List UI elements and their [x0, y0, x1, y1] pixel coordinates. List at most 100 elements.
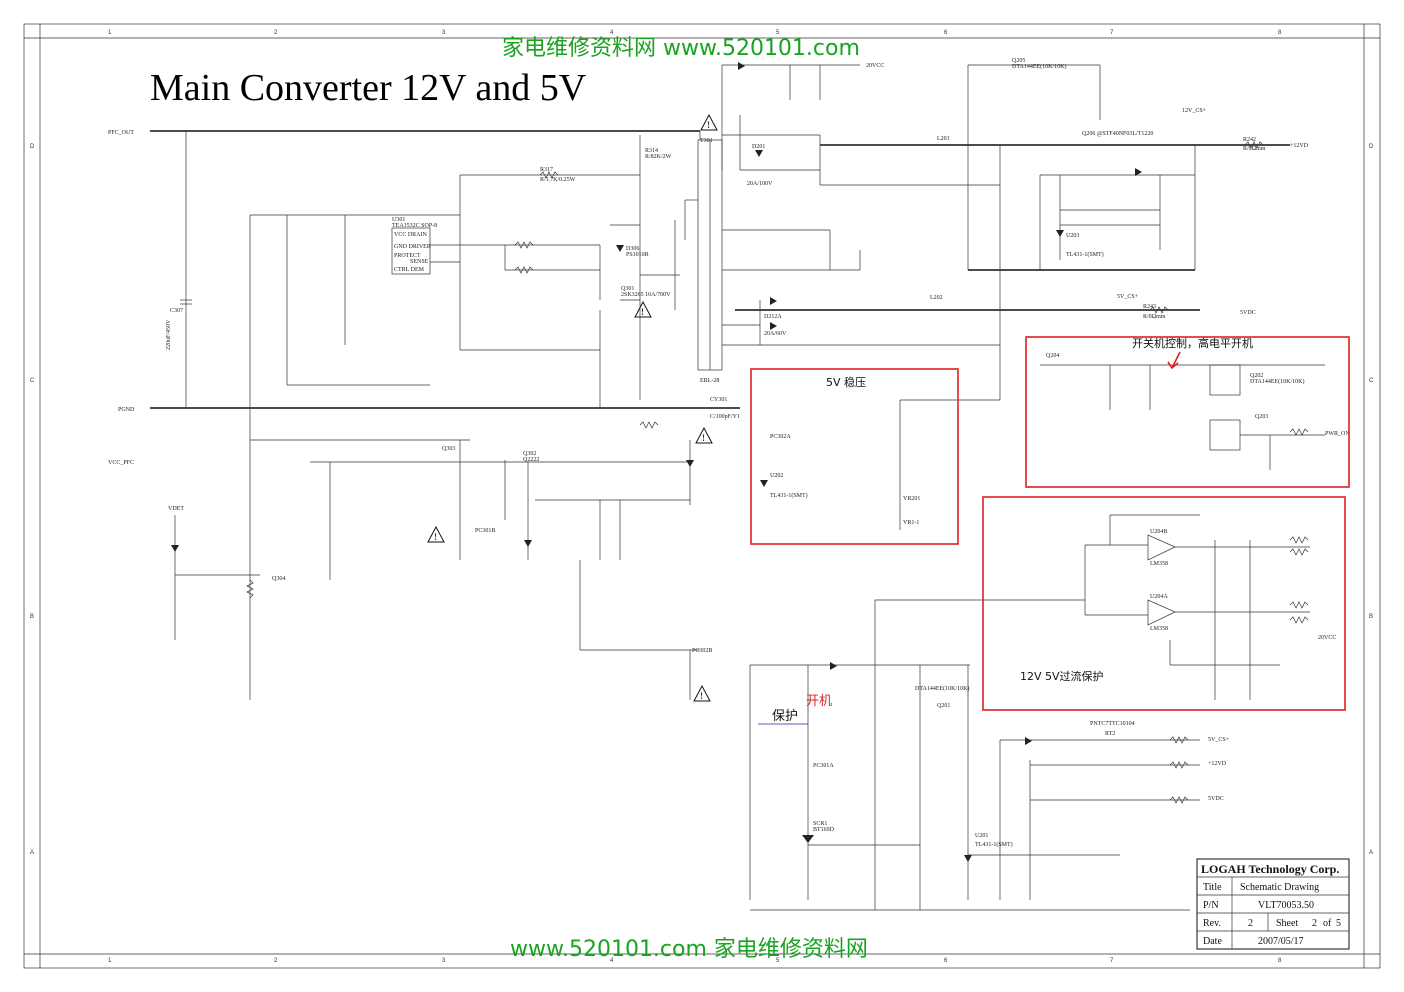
svg-text:R/1.7K/0.25W: R/1.7K/0.25W	[540, 177, 576, 183]
svg-text:!: !	[702, 433, 705, 443]
net-5vdc: 5VDC	[1240, 310, 1256, 316]
svg-text:R/0Ωmm: R/0Ωmm	[1143, 314, 1166, 320]
grid-num: 4	[610, 30, 614, 36]
resistor-marks	[246, 141, 1309, 804]
net-vcc-pfc: VCC_PFC	[108, 460, 134, 466]
diode-marks	[171, 62, 1142, 862]
svg-text:DTA144EE(10K/10K): DTA144EE(10K/10K)	[915, 685, 970, 692]
svg-text:SCR1: SCR1	[813, 821, 827, 827]
grid-num: 3	[442, 958, 446, 964]
svg-text:RT2: RT2	[1105, 731, 1115, 737]
svg-text:!: !	[700, 691, 703, 701]
svg-text:20A/100V: 20A/100V	[747, 181, 773, 187]
grid-num: 8	[1278, 958, 1282, 964]
svg-text:P/N: P/N	[1203, 900, 1219, 911]
svg-text:R243: R243	[1143, 304, 1156, 310]
svg-text:U204B: U204B	[1150, 529, 1167, 535]
svg-text:L202: L202	[930, 295, 943, 301]
svg-text:R242: R242	[1243, 137, 1256, 143]
svg-text:Date: Date	[1203, 936, 1222, 947]
svg-text:Title: Title	[1203, 882, 1222, 893]
svg-text:GND DRIVER: GND DRIVER	[394, 244, 431, 250]
svg-text:U201: U201	[975, 833, 988, 839]
warning-icon: ! ! ! ! !	[427, 113, 718, 702]
annotation-protect: 保护	[772, 709, 798, 724]
annotation-5v-regulation: 5V 稳压	[826, 375, 866, 389]
svg-text:A: A	[30, 850, 34, 856]
grid-num: 7	[1110, 958, 1114, 964]
annotation-switch-control: 开关机控制，高电平开机	[1132, 336, 1253, 350]
net-5v-cs-b: 5V_CS+	[1208, 737, 1230, 743]
svg-text:Q204: Q204	[1046, 353, 1059, 359]
sheet-frame	[23, 23, 1381, 969]
svg-text:TL431-1(SMT): TL431-1(SMT)	[770, 492, 808, 499]
svg-text:D212A: D212A	[764, 314, 782, 320]
net-5vdc-b: 5VDC	[1208, 796, 1224, 802]
svg-text:U203: U203	[1066, 233, 1079, 239]
net-5v-cs: 5V_CS+	[1117, 294, 1139, 300]
company-name: LOGAH Technology Corp.	[1201, 862, 1339, 876]
svg-text:CTRL DEM: CTRL DEM	[394, 267, 425, 273]
net-pgnd: PGND	[118, 407, 135, 413]
svg-text:L201: L201	[937, 136, 950, 142]
svg-text:D: D	[30, 144, 35, 150]
net-vdet: VDET	[168, 506, 184, 512]
svg-text:Q303: Q303	[442, 446, 455, 452]
svg-text:TL431-1(SMT): TL431-1(SMT)	[975, 841, 1013, 848]
svg-text:Q201: Q201	[937, 703, 950, 709]
svg-text:VCC DRAIN: VCC DRAIN	[394, 232, 428, 238]
svg-text:SENSE: SENSE	[410, 259, 429, 265]
svg-text:2: 2	[1248, 918, 1253, 929]
svg-text:220uF/450V: 220uF/450V	[166, 319, 172, 350]
net-12v-b: +12VD	[1208, 761, 1227, 767]
net-pfc-out: PFC_OUT	[108, 130, 134, 136]
grid-num: 4	[610, 958, 614, 964]
net-20vcc: 20VCC	[866, 63, 884, 69]
box-5v-regulation	[750, 368, 959, 545]
svg-text:Rev.: Rev.	[1203, 918, 1221, 929]
svg-text:B: B	[30, 614, 34, 620]
grid-num: 7	[1110, 30, 1114, 36]
svg-text:2007/05/17: 2007/05/17	[1258, 936, 1304, 947]
svg-text:2SK3265 10A/700V: 2SK3265 10A/700V	[621, 292, 671, 298]
grid-num: 5	[776, 958, 780, 964]
svg-text:C307: C307	[170, 308, 183, 314]
watermark-bottom: www.520101.com 家电维修资料网	[510, 937, 868, 962]
annotation-overcurrent: 12V 5V过流保护	[1020, 669, 1104, 683]
box-overcurrent	[982, 496, 1346, 711]
svg-text:A: A	[1369, 850, 1373, 856]
svg-text:R317: R317	[540, 167, 553, 173]
svg-text:LM358: LM358	[1150, 561, 1168, 567]
annotation-power-on: 开机	[806, 694, 832, 709]
svg-text:PC301B: PC301B	[475, 528, 495, 534]
grid-num: 2	[274, 30, 278, 36]
power-rails	[150, 130, 1290, 409]
svg-text:!: !	[434, 532, 437, 542]
svg-text:PC301A: PC301A	[813, 763, 834, 769]
svg-text:C: C	[30, 378, 35, 384]
grid-num: 8	[1278, 30, 1282, 36]
svg-text:PC302B: PC302B	[692, 648, 712, 654]
svg-text:Q302: Q302	[523, 451, 536, 457]
svg-text:!: !	[707, 120, 710, 130]
svg-text:D: D	[1369, 144, 1374, 150]
svg-text:!: !	[641, 307, 644, 317]
svg-text:Q2222: Q2222	[523, 457, 539, 463]
page-title: Main Converter 12V and 5V	[150, 67, 587, 109]
svg-text:R/0Ωmm: R/0Ωmm	[1243, 146, 1266, 152]
svg-text:C/100pF/Y1: C/100pF/Y1	[710, 414, 740, 420]
grid-num: 6	[944, 30, 948, 36]
grid-num: 2	[274, 958, 278, 964]
svg-text:PC302A: PC302A	[770, 434, 791, 440]
grid-num: 1	[108, 958, 112, 964]
svg-text:U204A: U204A	[1150, 594, 1168, 600]
net-20vcc-b: 20VCC	[1318, 635, 1336, 641]
svg-text:U202: U202	[770, 473, 783, 479]
svg-text:VLT70053.50: VLT70053.50	[1258, 900, 1314, 911]
svg-text:B: B	[1369, 614, 1373, 620]
svg-text:VR1-1: VR1-1	[903, 520, 919, 526]
svg-text:PS1010R: PS1010R	[626, 252, 649, 258]
svg-text:C: C	[1369, 378, 1374, 384]
wiring	[174, 64, 1325, 911]
